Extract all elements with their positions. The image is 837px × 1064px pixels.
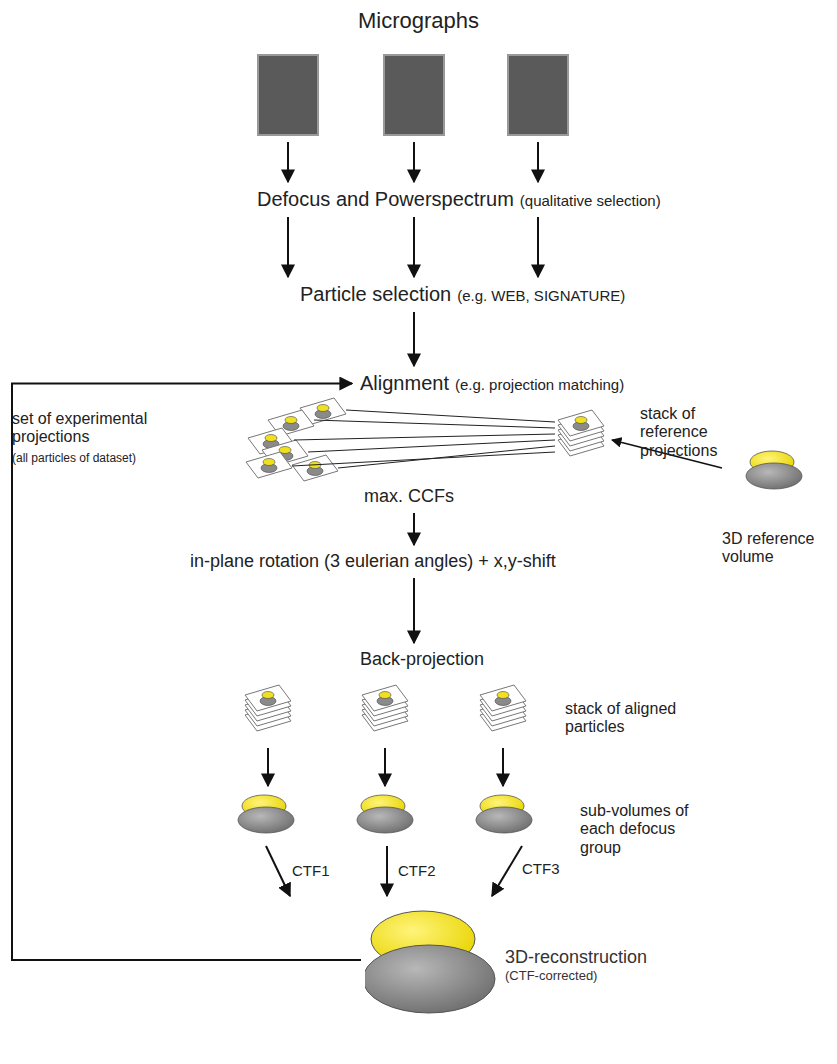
flow-arrow: [537, 217, 539, 277]
node-title: Defocus and Powerspectrum: [257, 188, 514, 211]
node-title: max. CCFs: [364, 486, 454, 507]
step-node: Particle selection (e.g. WEB, SIGNATURE): [298, 281, 627, 308]
annotation-label: set of experimental projections: [12, 410, 182, 447]
node-title: Alignment: [360, 372, 449, 395]
node-title: in-plane rotation (3 eulerian angles) + …: [190, 551, 556, 572]
ctf-label: CTF1: [292, 862, 352, 879]
node-note: (qualitative selection): [520, 192, 661, 209]
reconstruction-text: 3D-reconstruction(CTF-corrected): [505, 947, 647, 983]
annotation-label: 3D reference volume: [722, 530, 830, 567]
reconstruction-node: 3D-reconstruction(CTF-corrected): [365, 905, 665, 1017]
ctf-label: CTF3: [522, 860, 582, 877]
flow-arrow: [287, 217, 289, 277]
diagram-title: Micrographs: [0, 8, 837, 34]
annotation-label: stack of reference projections: [640, 405, 765, 460]
node-title: 3D-reconstruction: [505, 947, 647, 968]
step-node: Defocus and Powerspectrum (qualitative se…: [255, 186, 663, 213]
step-node: Alignment (e.g. projection matching): [358, 370, 626, 397]
step-node: max. CCFs: [362, 484, 456, 509]
volume-illustration: [365, 905, 501, 1017]
node-note: (e.g. WEB, SIGNATURE): [457, 287, 625, 304]
step-node: Back-projection: [358, 647, 486, 672]
annotation-label: stack of aligned particles: [565, 700, 690, 737]
node-note: (e.g. projection matching): [455, 376, 624, 393]
annotation-label: sub-volumes of each defocus group: [580, 802, 715, 857]
flow-arrow: [413, 312, 415, 366]
node-title: Particle selection: [300, 283, 451, 306]
flow-arrow: [413, 217, 415, 277]
flow-arrow: [413, 513, 415, 545]
node-note: (CTF-corrected): [505, 968, 647, 983]
node-title: Back-projection: [360, 649, 484, 670]
annotation-label: (all particles of dataset): [12, 452, 212, 466]
ctf-label: CTF2: [398, 862, 458, 879]
flow-arrow: [413, 578, 415, 643]
step-node: in-plane rotation (3 eulerian angles) + …: [188, 549, 558, 574]
flow-arrow: [12, 384, 361, 961]
